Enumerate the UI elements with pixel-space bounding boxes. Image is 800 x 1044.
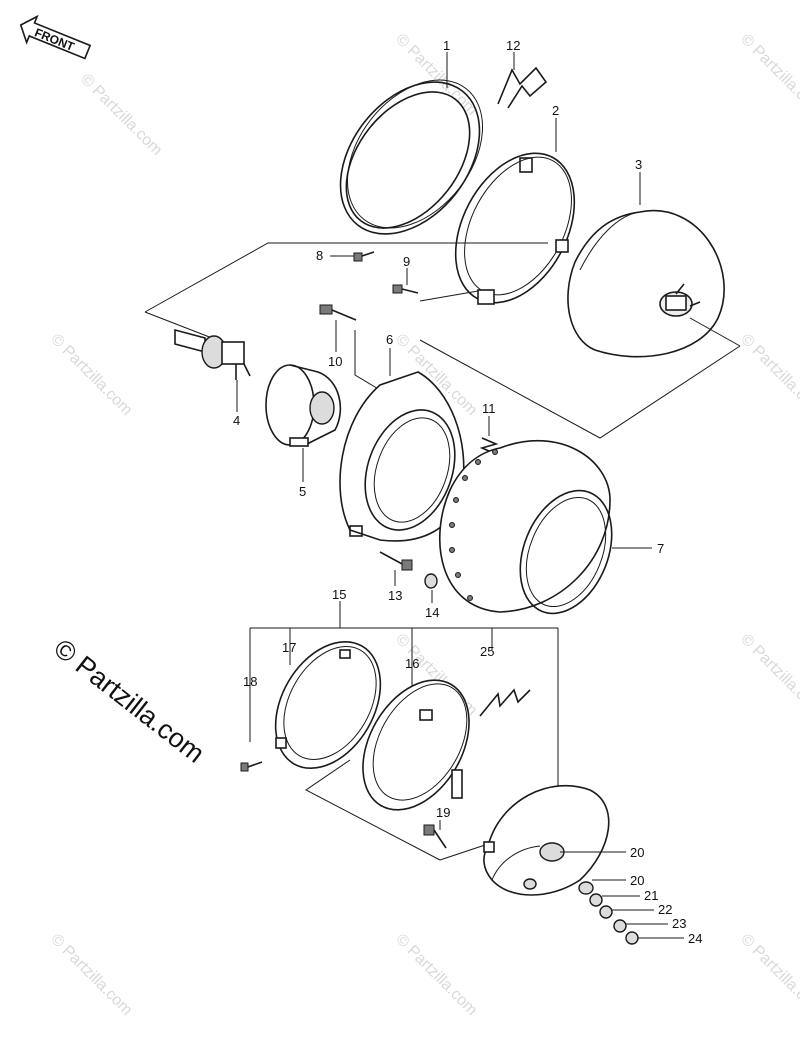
watermark-text: © Partzilla.com xyxy=(737,31,800,119)
part-12-clip xyxy=(497,66,548,109)
callout-10: 10 xyxy=(328,354,342,369)
callout-11: 11 xyxy=(482,401,496,416)
callout-8: 8 xyxy=(316,248,323,263)
leader-lines xyxy=(236,52,684,939)
part-22-washer xyxy=(599,905,613,919)
callout-16: 16 xyxy=(405,656,419,671)
part-1-rim xyxy=(339,79,484,235)
part-13-pin xyxy=(379,551,413,571)
callout-13: 13 xyxy=(388,588,402,603)
callout-18: 18 xyxy=(243,674,257,689)
part-10-bolt xyxy=(319,304,357,321)
part-5-boot xyxy=(265,364,342,447)
front-label: FRONT xyxy=(33,25,77,54)
watermark-main: © Partzilla.com xyxy=(48,633,210,769)
part-19-bolt xyxy=(423,824,447,849)
watermark-text: © Partzilla.com xyxy=(77,71,165,159)
part-24-nut xyxy=(625,931,639,945)
callout-9: 9 xyxy=(403,254,410,269)
callout-1: 1 xyxy=(443,38,450,53)
callout-20a: 20 xyxy=(630,845,644,860)
callout-17: 17 xyxy=(282,640,296,655)
part-2-mount-ring xyxy=(454,152,576,305)
callout-19: 19 xyxy=(436,805,450,820)
part-17-lower-rim xyxy=(274,640,382,770)
callout-7: 7 xyxy=(657,541,664,556)
callout-2: 2 xyxy=(552,103,559,118)
part-6-housing xyxy=(339,371,465,542)
part-23-washer xyxy=(613,919,627,933)
part-18-screw xyxy=(240,761,263,772)
callout-4: 4 xyxy=(233,413,240,428)
part-16-lens xyxy=(362,679,470,811)
watermark-text: © Partzilla.com xyxy=(47,931,135,1019)
part-3-headlight-unit xyxy=(567,209,725,358)
part-20-grommet xyxy=(578,881,594,895)
part-21-washer xyxy=(589,893,603,907)
callout-labels: 1 12 2 3 8 9 10 6 4 11 5 7 13 14 15 17 1… xyxy=(233,38,702,946)
assembly-bracket-15 xyxy=(249,627,559,861)
watermark-text: © Partzilla.com xyxy=(737,631,800,719)
watermark-text: © Partzilla.com xyxy=(392,931,480,1019)
front-arrow-badge: FRONT xyxy=(19,14,92,60)
part-8-screw xyxy=(353,251,375,262)
front-arrow-icon xyxy=(19,14,92,60)
callout-20b: 20 xyxy=(630,873,644,888)
callout-14: 14 xyxy=(425,605,439,620)
callout-23: 23 xyxy=(672,916,686,931)
callout-21: 21 xyxy=(644,888,658,903)
callout-12: 12 xyxy=(506,38,520,53)
watermark-text: © Partzilla.com xyxy=(392,31,480,119)
part-25-clip xyxy=(479,688,531,717)
callout-24: 24 xyxy=(688,931,702,946)
part-9-screw xyxy=(392,284,419,294)
part-rear-shell xyxy=(483,784,610,896)
part-14-nut xyxy=(424,573,438,589)
callout-25: 25 xyxy=(480,644,494,659)
watermark-text: © Partzilla.com xyxy=(737,931,800,1019)
callout-6: 6 xyxy=(386,332,393,347)
callout-5: 5 xyxy=(299,484,306,499)
callout-22: 22 xyxy=(658,902,672,917)
watermark-text: © Partzilla.com xyxy=(737,331,800,419)
watermark-text: © Partzilla.com xyxy=(47,331,135,419)
part-7-outer-housing xyxy=(438,439,613,615)
callout-15: 15 xyxy=(332,587,346,602)
callout-3: 3 xyxy=(635,157,642,172)
part-4-bulb-socket xyxy=(174,328,251,380)
